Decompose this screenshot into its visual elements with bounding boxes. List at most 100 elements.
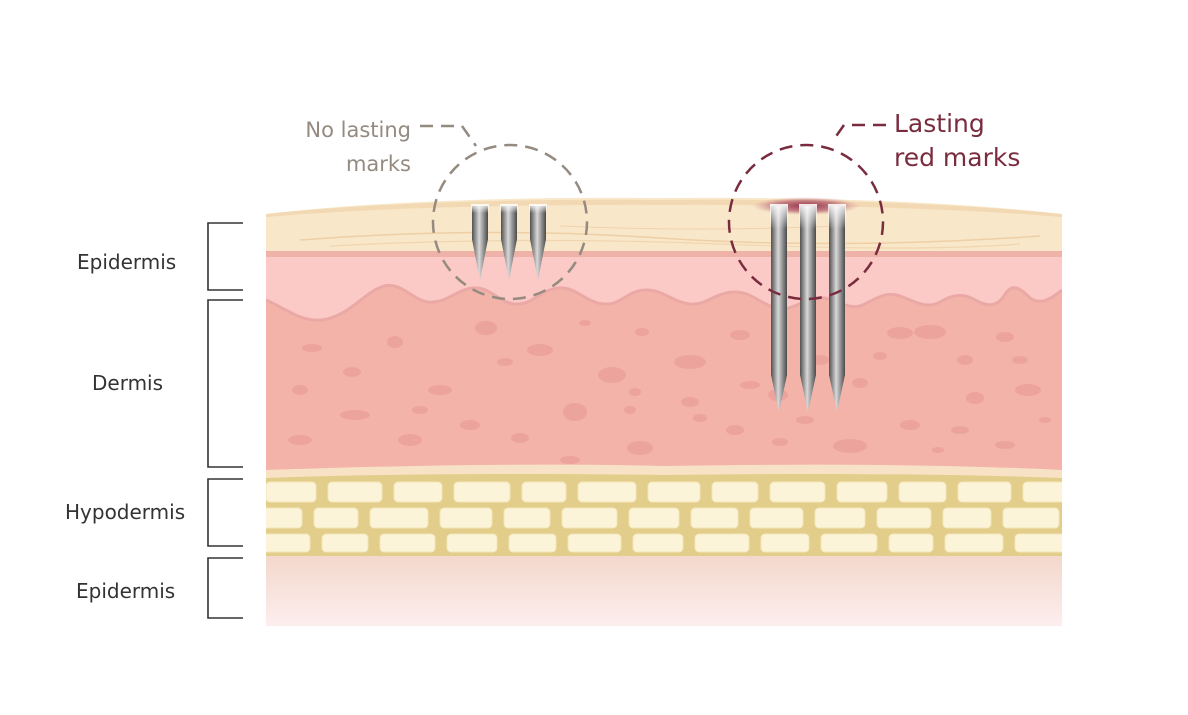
dermis-cell — [579, 320, 591, 326]
fat-cell — [957, 481, 1012, 503]
dermis-cell — [511, 433, 529, 443]
dermis-cell — [772, 438, 788, 446]
dermis-cell — [995, 441, 1015, 449]
dermis-cell — [292, 385, 308, 395]
fat-cell — [944, 533, 1004, 553]
fat-cell — [942, 507, 992, 529]
fat-cell — [888, 533, 934, 553]
dermis-cell — [460, 420, 480, 430]
fat-cell — [561, 507, 618, 529]
dermis-cell — [428, 385, 452, 395]
needle-fade — [799, 204, 817, 277]
dermis-cell — [996, 332, 1014, 342]
fat-cell — [694, 533, 750, 553]
dermis-cell — [730, 330, 750, 340]
dermis-cell — [598, 367, 626, 383]
callout-leader-right — [830, 123, 886, 143]
fat-cell — [647, 481, 701, 503]
fat-cell — [266, 507, 303, 529]
epidermis-line — [299, 231, 1041, 245]
dermis-cell — [527, 344, 553, 356]
dermis-cell — [497, 358, 513, 366]
callout-left-line1: No lasting — [305, 118, 411, 142]
needle-fade — [770, 204, 788, 277]
dermis-cell — [624, 406, 636, 414]
label-epidermis-top: Epidermis — [77, 250, 177, 274]
dermis-cell — [627, 441, 653, 455]
callout-lasting-red-marks: Lasting red marks — [894, 107, 1020, 175]
dermis-cell — [1015, 384, 1041, 396]
dermis-cell — [932, 447, 944, 453]
fat-cell — [711, 481, 759, 503]
dermis-cell — [833, 439, 867, 453]
fat-cell — [446, 533, 498, 553]
fat-cell — [1022, 481, 1062, 503]
dermis-cell — [288, 435, 312, 445]
needle-fade — [500, 204, 518, 230]
callout-right-line1: Lasting — [894, 109, 985, 138]
bracket-epidermis-top — [207, 222, 243, 291]
dermis-boundary — [266, 464, 1062, 478]
fat-cell — [690, 507, 739, 529]
fat-cell — [439, 507, 493, 529]
callout-leader-left — [420, 124, 478, 147]
stratum-corneum — [266, 199, 1062, 217]
fat-cell — [1014, 533, 1062, 553]
dermis-cell — [873, 352, 887, 360]
long-needles — [770, 204, 846, 412]
fat-cell — [379, 533, 436, 553]
fat-cell — [836, 481, 888, 503]
callout-left-line2: marks — [345, 152, 411, 176]
fat-cell — [1002, 507, 1060, 529]
needle-fade — [471, 204, 489, 230]
fat-cell — [266, 533, 311, 553]
bracket-hypodermis — [207, 478, 243, 547]
dermis-cell — [726, 425, 744, 435]
fat-cell — [577, 481, 637, 503]
callout-circle-left — [431, 143, 589, 301]
dermis-cell — [387, 336, 403, 348]
dermis-cell — [693, 414, 707, 422]
dermis-cell — [681, 397, 699, 407]
basal-line — [266, 251, 1062, 257]
fat-cell — [760, 533, 810, 553]
fat-cell — [521, 481, 567, 503]
dermis-cell — [887, 327, 913, 339]
fat-cell — [453, 481, 511, 503]
fat-cell — [369, 507, 429, 529]
dermis-cell — [914, 325, 946, 339]
papillary-dermis — [266, 252, 1062, 321]
fat-cell — [393, 481, 443, 503]
dermis-cell — [563, 403, 587, 421]
fat-cell — [876, 507, 932, 529]
fat-cell — [508, 533, 557, 553]
epidermis-line — [329, 239, 1021, 249]
fat-cells — [266, 481, 1062, 553]
dermis-cell — [629, 388, 641, 396]
dermis-cell — [674, 355, 706, 369]
fat-cell — [749, 507, 804, 529]
fat-cell — [266, 481, 317, 503]
dermis-cell — [398, 434, 422, 446]
fat-cell — [313, 507, 359, 529]
papillary-edge — [266, 283, 1062, 322]
fat-cell — [898, 481, 947, 503]
dermis-cell — [475, 321, 497, 335]
fat-cell — [814, 507, 866, 529]
dermis-cell — [900, 420, 920, 430]
needle-fade — [828, 204, 846, 277]
dermis-cell — [412, 406, 428, 414]
dermis-cell — [560, 456, 580, 464]
dermis-cell — [740, 381, 760, 389]
label-dermis: Dermis — [92, 371, 164, 395]
dermis-cell — [951, 426, 969, 434]
deep-layer — [266, 548, 1062, 626]
dermis-cell — [343, 367, 361, 377]
bracket-epidermis-bottom — [207, 557, 243, 619]
bracket-dermis — [207, 299, 243, 468]
callout-no-lasting-marks: No lasting marks — [305, 113, 411, 181]
fat-cell — [321, 533, 369, 553]
dermis-cell — [966, 392, 984, 404]
dermis-cell — [1039, 417, 1051, 423]
